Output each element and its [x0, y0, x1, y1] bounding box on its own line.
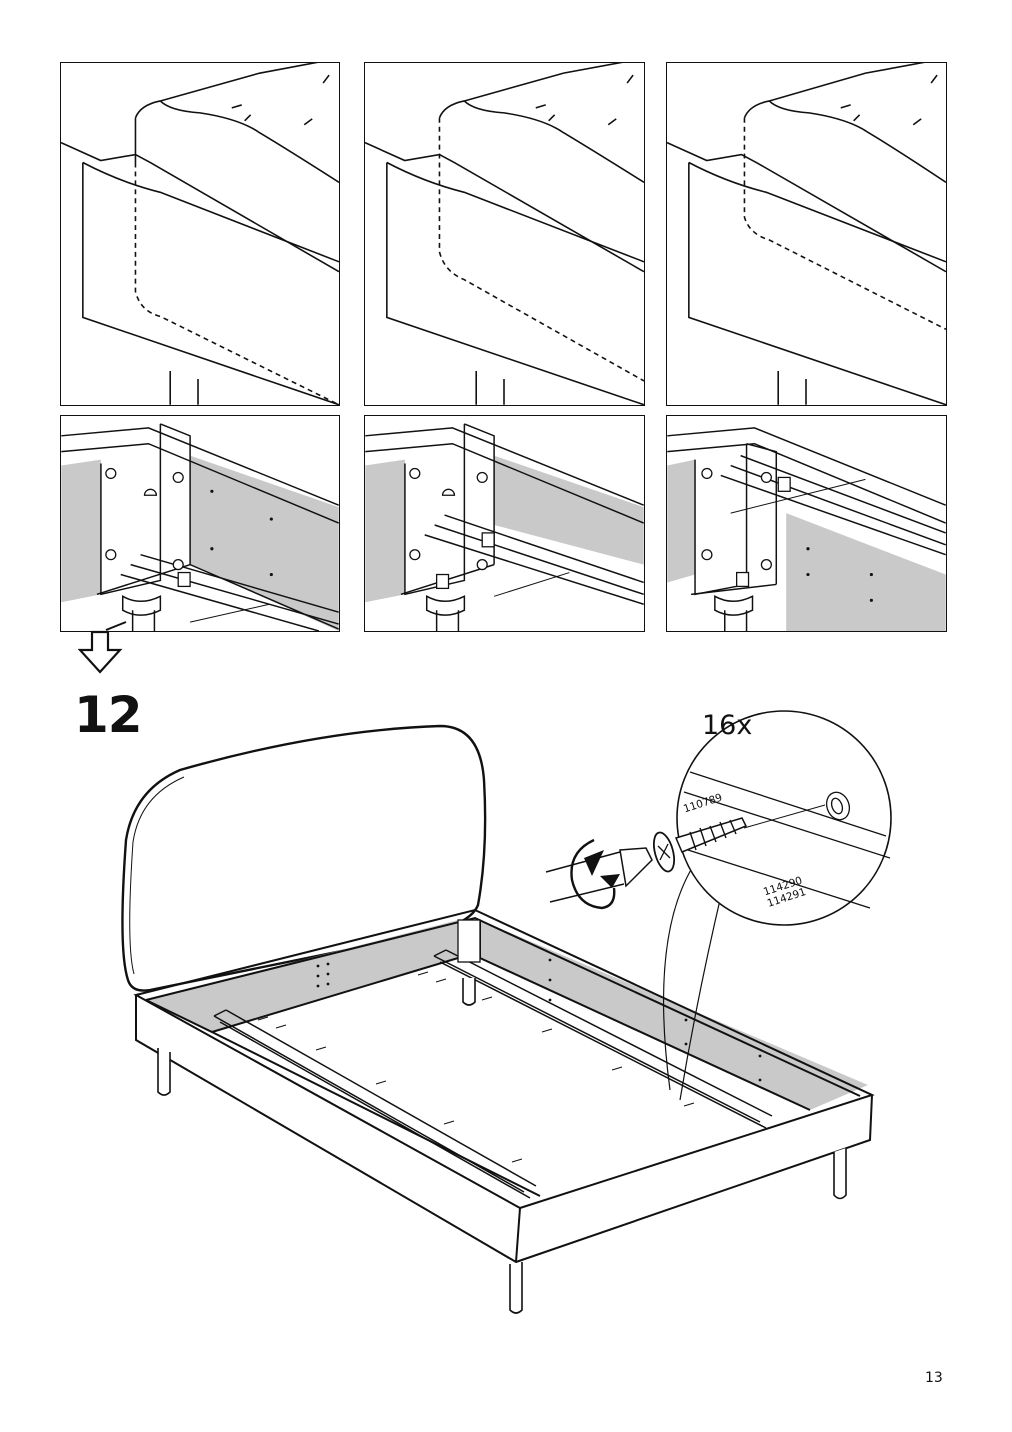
- down-arrow-icon: [77, 618, 134, 678]
- bed-frame-assembly-illustration: [121, 710, 892, 1314]
- slat-rails: [213, 949, 773, 1199]
- headboard-detail-illustration: [365, 63, 644, 405]
- headboard-detail-illustration: [61, 63, 339, 405]
- detail-panel-rail-1: [60, 415, 340, 632]
- bed-legs: [157, 978, 847, 1314]
- rotate-clockwise-icon: [570, 838, 620, 910]
- detail-panel-headboard-1: [60, 62, 340, 406]
- zoom-callout: [676, 710, 892, 926]
- step-number: 12: [74, 686, 143, 744]
- rail-detail-illustration: [667, 427, 946, 631]
- bed-frame: [133, 908, 875, 1264]
- quantity-label: 16x: [702, 710, 753, 741]
- detail-panel-headboard-3: [666, 62, 947, 406]
- headboard-detail-illustration: [667, 63, 946, 405]
- detail-panel-rail-2: [364, 415, 645, 632]
- detail-panel-headboard-2: [364, 62, 645, 406]
- screw-icon: [652, 817, 748, 873]
- page-number: 13: [925, 1370, 943, 1386]
- detail-panel-rail-3: [666, 415, 947, 632]
- screw-markers: [257, 971, 695, 1163]
- rail-detail-illustration: [61, 423, 339, 631]
- rail-detail-illustration: [365, 423, 644, 631]
